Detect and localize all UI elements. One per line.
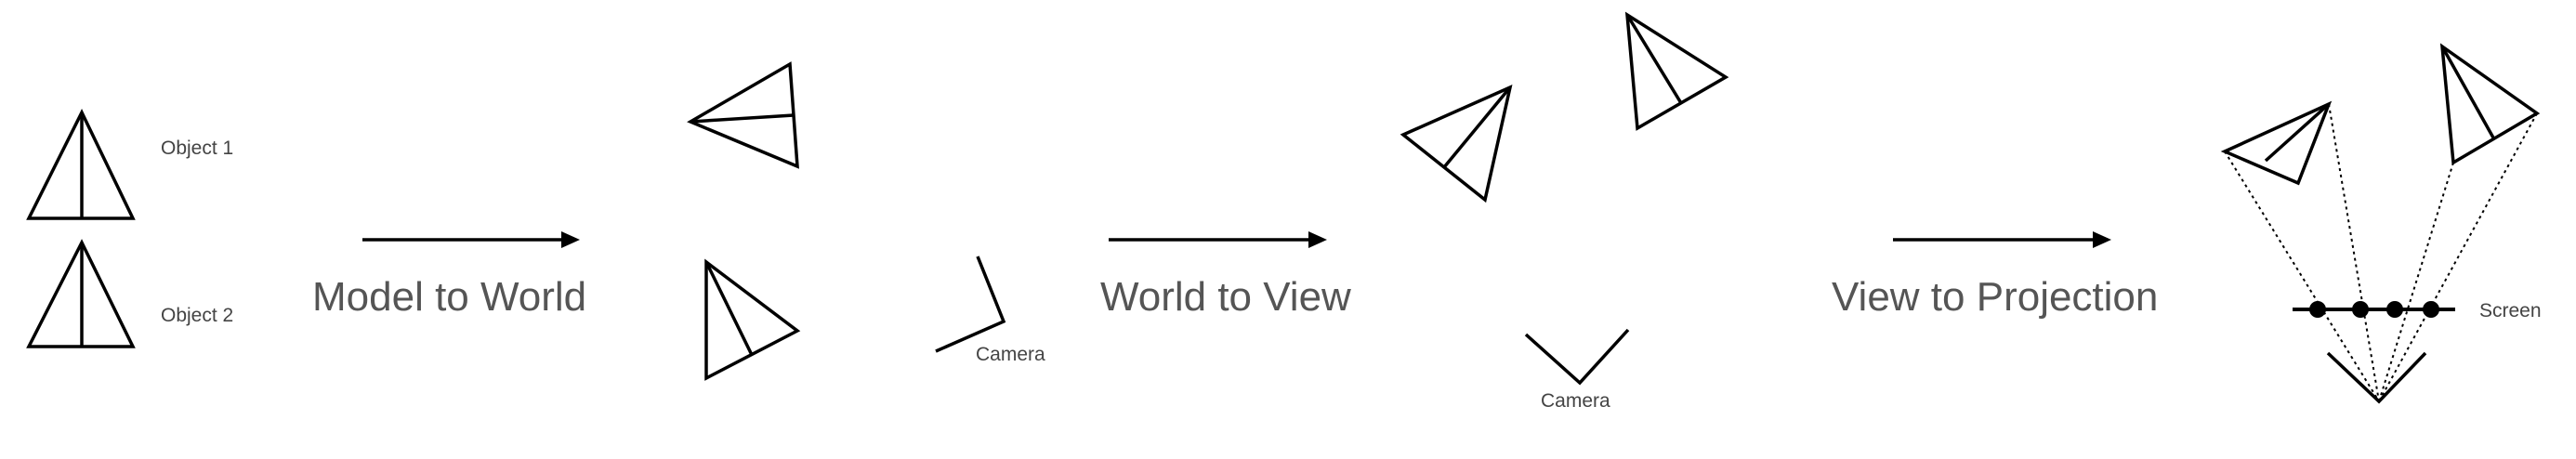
projection-rays <box>2224 103 2538 402</box>
object2-model <box>26 239 136 348</box>
object1-view <box>1400 84 1513 203</box>
arrow-view-to-projection <box>1893 231 2111 248</box>
camera-projection <box>2326 351 2427 404</box>
projected-point-1 <box>2309 301 2326 318</box>
camera-world-label: Camera <box>976 344 1045 365</box>
arrow-model-to-world <box>362 231 580 248</box>
arrow-world-to-view <box>1109 231 1327 248</box>
screen-label: Screen <box>2479 300 2542 321</box>
object2-label: Object 2 <box>161 305 233 326</box>
camera-world <box>935 256 1006 353</box>
projected-point-3 <box>2386 301 2403 318</box>
object2-world <box>704 258 801 381</box>
object1-world <box>687 61 799 169</box>
object2-projection <box>2439 43 2541 165</box>
view-to-projection-label: View to Projection <box>1832 274 2158 320</box>
model-to-world-label: Model to World <box>312 274 586 320</box>
object2-view <box>1624 11 1729 131</box>
camera-view-label: Camera <box>1541 390 1610 412</box>
object1-projection <box>2220 100 2333 186</box>
object1-model <box>26 109 136 220</box>
screen-plane <box>2293 301 2455 318</box>
projected-point-2 <box>2352 301 2369 318</box>
projected-point-4 <box>2423 301 2439 318</box>
object1-label: Object 1 <box>161 138 233 159</box>
camera-view <box>1524 328 1630 386</box>
world-to-view-label: World to View <box>1100 274 1351 320</box>
